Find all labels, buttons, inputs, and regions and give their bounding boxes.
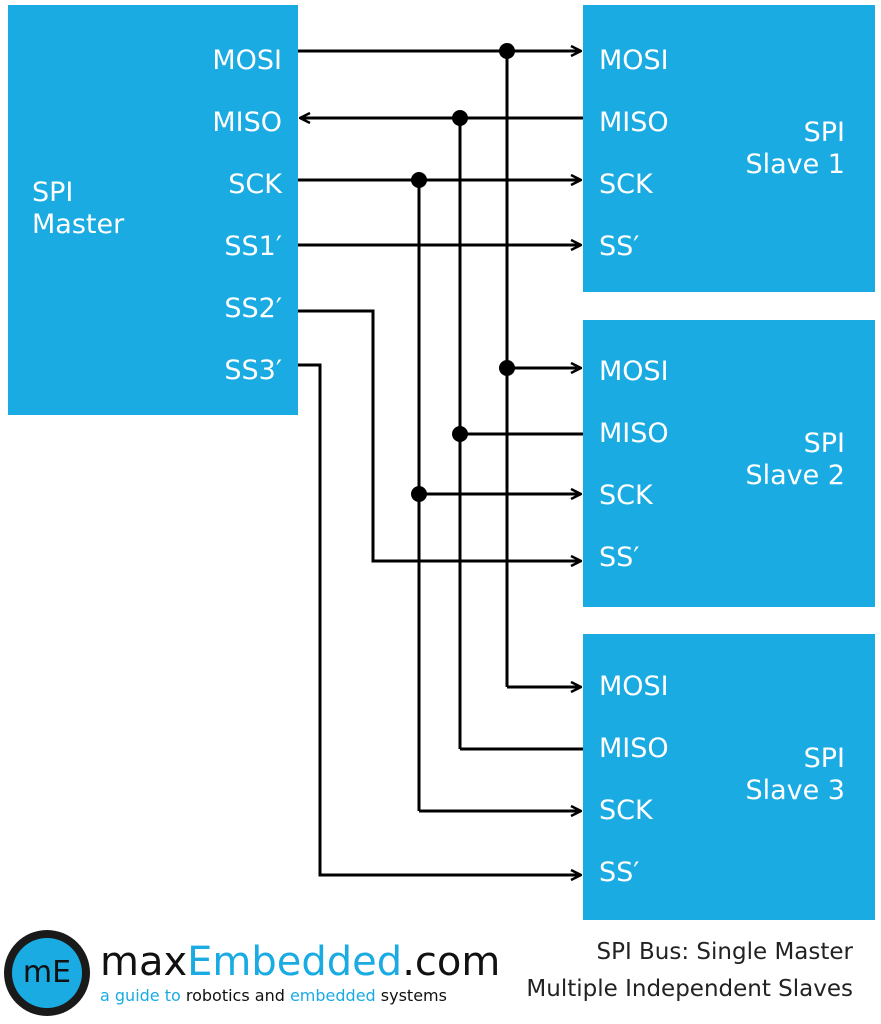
master-pin-miso: MISO (212, 107, 282, 138)
slave2-pin-ss: SS′ (599, 542, 640, 573)
slave3-pin-miso: MISO (599, 733, 669, 764)
maxembedded-logo-icon: mE (4, 930, 90, 1016)
diagram-caption: SPI Bus: Single Master Multiple Independ… (526, 939, 853, 1002)
ss2-wire (298, 309, 581, 561)
master-pin-ss3: SS3′ (224, 355, 282, 386)
master-pin-mosi: MOSI (212, 45, 282, 76)
slave1-pin-ss: SS′ (599, 231, 640, 262)
spi-master-block: SPI Master MOSI MISO SCK SS1′ SS2′ SS3′ (8, 5, 298, 415)
logo-text: mE (12, 938, 82, 1008)
slave2-title: SPI Slave 2 (745, 428, 845, 491)
master-pin-ss2: SS2′ (224, 293, 282, 324)
slave1-title: SPI Slave 1 (745, 117, 845, 180)
slave1-pin-sck: SCK (599, 169, 653, 200)
slave2-pin-miso: MISO (599, 418, 669, 449)
junction-dot (411, 486, 427, 502)
junction-dot (499, 43, 515, 59)
slave2-pin-sck: SCK (599, 480, 653, 511)
master-title: SPI Master (32, 177, 125, 240)
junction-dot (499, 360, 515, 376)
spi-slave-1-block: MOSI MISO SCK SS′ SPI Slave 1 (583, 5, 875, 292)
slave1-pin-miso: MISO (599, 107, 669, 138)
slave3-pin-sck: SCK (599, 795, 653, 826)
master-pin-ss1: SS1′ (224, 231, 282, 262)
bus-wiring (298, 43, 583, 930)
master-pin-sck: SCK (228, 169, 282, 200)
junction-dot (452, 110, 468, 126)
junction-dot (411, 172, 427, 188)
slave3-pin-ss: SS′ (599, 857, 640, 888)
slave1-pin-mosi: MOSI (599, 45, 669, 76)
slave3-pin-mosi: MOSI (599, 671, 669, 702)
spi-slave-2-block: MOSI MISO SCK SS′ SPI Slave 2 (583, 320, 875, 607)
slave2-pin-mosi: MOSI (599, 356, 669, 387)
brand-name: maxEmbedded.com (100, 939, 501, 985)
brand-tagline: a guide to robotics and embedded systems (100, 986, 447, 1005)
slave3-title: SPI Slave 3 (745, 743, 845, 806)
spi-slave-3-block: MOSI MISO SCK SS′ SPI Slave 3 (583, 634, 875, 920)
ss3-wire (298, 363, 581, 875)
junction-dot (452, 426, 468, 442)
